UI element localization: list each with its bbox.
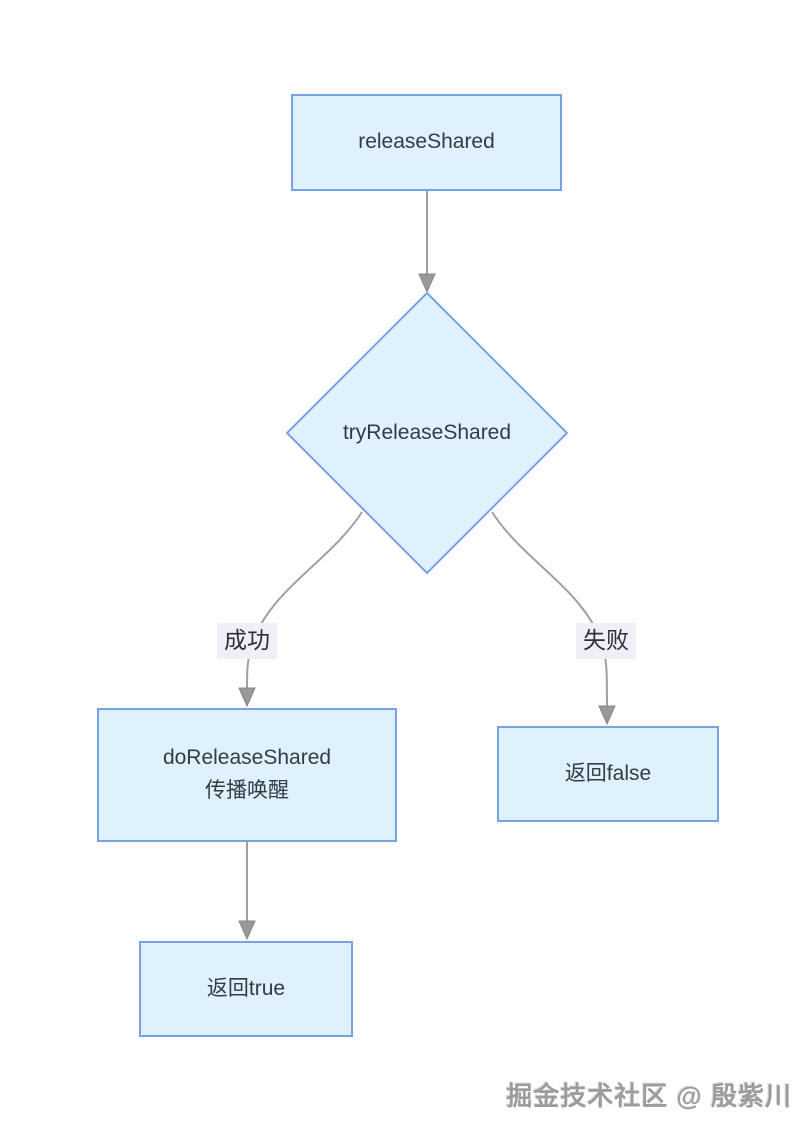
edge-try-to-do (246, 511, 363, 691)
node-return-true-label: 返回true (206, 976, 286, 1000)
node-return-true: 返回true (139, 941, 353, 1037)
arrowhead-do-to-true (238, 920, 256, 941)
edge-label-failure: 失败 (576, 623, 636, 659)
node-return-false-label: 返回false (564, 761, 652, 785)
arrowhead-release-to-try (418, 273, 436, 294)
arrowhead-try-to-false (598, 705, 616, 726)
node-release-shared: releaseShared (291, 94, 562, 191)
node-return-false: 返回false (497, 726, 719, 822)
edge-label-success: 成功 (217, 623, 277, 659)
watermark: 掘金技术社区 @ 殷紫川 (506, 1081, 792, 1111)
node-do-release-shared-label-line1: doReleaseShared (162, 746, 332, 770)
edge-try-to-false (491, 511, 608, 709)
arrowhead-try-to-do (238, 687, 256, 708)
node-release-shared-label: releaseShared (358, 130, 495, 154)
node-try-release-shared-label: tryReleaseShared (342, 421, 512, 444)
node-try-release-shared-shape (285, 291, 569, 575)
node-do-release-shared: doReleaseShared 传播唤醒 (97, 708, 397, 842)
node-try-release-shared: tryReleaseShared (287, 413, 567, 453)
node-do-release-shared-label-line2: 传播唤醒 (205, 779, 289, 802)
